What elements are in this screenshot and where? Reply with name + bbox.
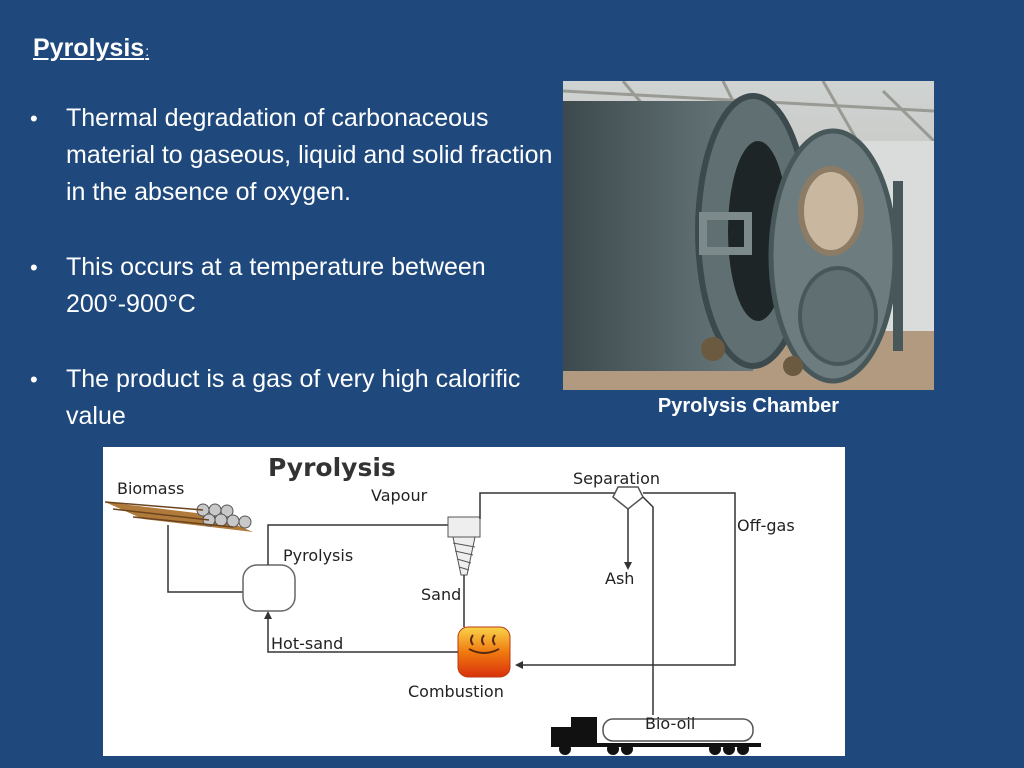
bullet-item: • This occurs at a temperature between 20…: [30, 249, 560, 323]
photo-caption: Pyrolysis Chamber: [657, 395, 840, 417]
chamber-illustration: [563, 81, 934, 390]
slide-title-text: Pyrolysis: [33, 34, 145, 62]
label-ash: Ash: [605, 569, 634, 588]
bullet-item: • The product is a gas of very high calor…: [30, 361, 560, 435]
slide-title-colon: :: [145, 43, 150, 59]
bullet-glyph: •: [30, 367, 38, 392]
bullet-text: Thermal degradation of carbonaceous mate…: [66, 104, 553, 206]
label-combustion: Combustion: [408, 682, 504, 701]
pyrolysis-chamber-photo: [563, 81, 934, 390]
label-sand: Sand: [421, 585, 461, 604]
label-off-gas: Off-gas: [737, 516, 795, 535]
pyrolysis-reactor-vessel: [242, 564, 296, 612]
bullet-text: The product is a gas of very high calori…: [66, 365, 521, 430]
cyclone-separator-icon: [447, 516, 481, 576]
combustion-unit-icon: [457, 626, 511, 678]
bullet-glyph: •: [30, 255, 38, 280]
biomass-logs-icon: [104, 501, 253, 532]
label-bio-oil: Bio-oil: [645, 714, 695, 733]
pyrolysis-process-diagram: Pyrolysis Biomass Pyrolysis: [103, 447, 845, 756]
process-diagram-svg: Pyrolysis Biomass Pyrolysis: [104, 453, 795, 755]
bullet-list: • Thermal degradation of carbonaceous mat…: [30, 100, 560, 473]
diagram-title: Pyrolysis: [268, 453, 396, 482]
label-pyrolysis: Pyrolysis: [283, 546, 353, 565]
label-separation: Separation: [573, 469, 660, 488]
bullet-glyph: •: [30, 106, 38, 131]
label-hot-sand: Hot-sand: [271, 634, 343, 653]
bio-oil-tanker-truck-icon: [551, 717, 761, 755]
label-biomass: Biomass: [117, 479, 184, 498]
slide-title: Pyrolysis:: [33, 34, 149, 63]
bullet-text: This occurs at a temperature between 200…: [66, 253, 486, 318]
bullet-item: • Thermal degradation of carbonaceous mat…: [30, 100, 560, 211]
label-vapour: Vapour: [371, 486, 428, 505]
separation-unit: [612, 486, 644, 510]
